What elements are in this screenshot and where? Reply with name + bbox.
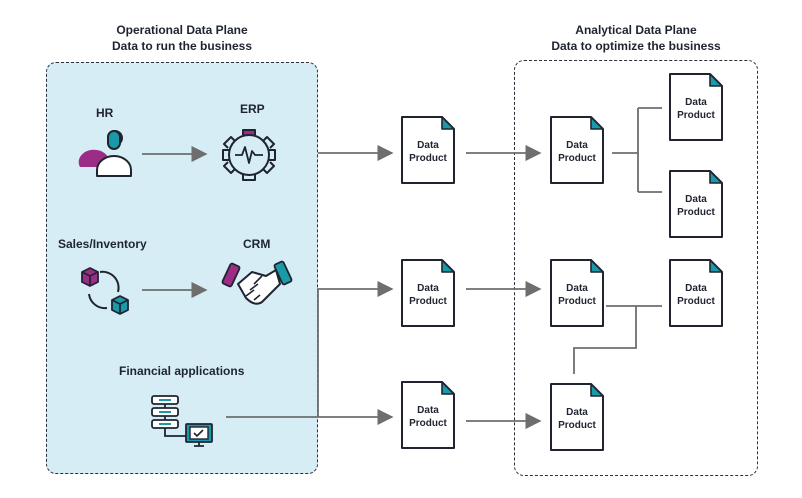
svg-text:Data: Data [685, 97, 707, 108]
financial-applications-label: Financial applications [119, 364, 245, 378]
crm-label: CRM [243, 237, 271, 251]
analytical-connectors [573, 107, 662, 374]
data-product: Data Product [669, 259, 723, 327]
cubes-cycle-icon [81, 267, 129, 315]
svg-text:Product: Product [409, 296, 447, 307]
handshake-icon [221, 260, 293, 305]
data-product: Data Product [550, 116, 604, 184]
svg-text:Product: Product [677, 296, 715, 307]
erp-label: ERP [240, 102, 265, 116]
svg-text:Data: Data [417, 283, 439, 294]
data-product: Data Product [401, 259, 455, 327]
svg-text:Product: Product [677, 110, 715, 121]
data-product: Data Product [669, 170, 723, 238]
svg-text:Data: Data [566, 283, 588, 294]
svg-text:Product: Product [558, 296, 596, 307]
analytical-subtitle: Data to optimize the business [551, 39, 721, 53]
data-product: Data Product [401, 381, 455, 449]
svg-text:Product: Product [409, 153, 447, 164]
people-icon [78, 130, 132, 177]
operational-heading: Operational Data Plane Data to run the b… [80, 22, 284, 54]
svg-text:Product: Product [558, 153, 596, 164]
analytical-title: Analytical Data Plane [575, 23, 697, 37]
data-product: Data Product [550, 383, 604, 451]
svg-text:Data: Data [417, 405, 439, 416]
svg-text:Data: Data [685, 194, 707, 205]
svg-text:Data: Data [566, 407, 588, 418]
gear-pulse-icon [222, 129, 276, 181]
svg-text:Product: Product [677, 207, 715, 218]
server-monitor-icon [151, 395, 213, 447]
svg-text:Data: Data [685, 283, 707, 294]
data-product: Data Product [669, 73, 723, 141]
data-product: Data Product [550, 259, 604, 327]
svg-text:Data: Data [566, 140, 588, 151]
analytical-heading: Analytical Data Plane Data to optimize t… [536, 22, 736, 54]
svg-text:Product: Product [558, 420, 596, 431]
operational-title: Operational Data Plane [116, 23, 248, 37]
svg-text:Product: Product [409, 418, 447, 429]
arrow-crm-finance-to-dp2 [226, 280, 394, 418]
data-product: Data Product [401, 116, 455, 184]
connectors [142, 144, 542, 430]
sales-inventory-label: Sales/Inventory [58, 237, 147, 251]
operational-subtitle: Data to run the business [111, 39, 253, 53]
svg-text:Data: Data [417, 140, 439, 151]
hr-label: HR [96, 106, 114, 120]
